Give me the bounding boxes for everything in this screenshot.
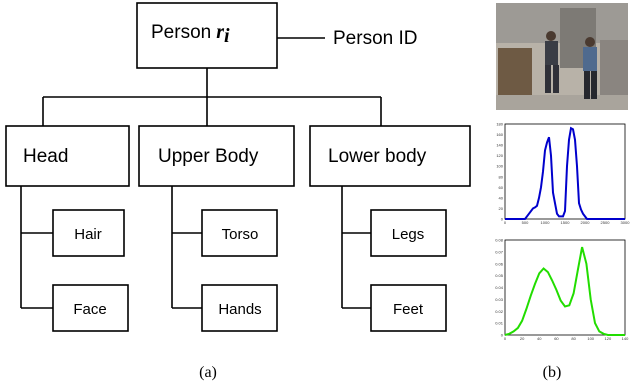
y-tick-label: 0.07 <box>495 249 504 254</box>
person2-head <box>585 37 595 47</box>
y-tick-label: 0.03 <box>495 297 504 302</box>
x-tick-label: 140 <box>622 336 629 341</box>
y-tick-label: 120 <box>496 153 503 158</box>
caption-a: (a) <box>199 364 217 381</box>
y-tick-label: 0 <box>501 333 504 338</box>
person1-head <box>546 31 556 41</box>
chart-blue-series-line <box>505 126 625 220</box>
torso-node-box <box>201 209 278 257</box>
y-tick-label: 0.05 <box>495 273 504 278</box>
torso-node-label: Torso <box>222 226 259 243</box>
feet-node-box <box>370 284 447 332</box>
hands-node-label: Hands <box>218 301 261 318</box>
head-node-label: Head <box>23 146 68 167</box>
x-tick-label: 120 <box>605 336 612 341</box>
person2-leg-right <box>591 71 597 99</box>
x-tick-label: 500 <box>522 220 529 225</box>
photo-shelf <box>600 40 628 95</box>
person1-leg-right <box>553 65 559 93</box>
person1-leg-left <box>545 65 551 93</box>
x-tick-label: 100 <box>587 336 594 341</box>
y-tick-label: 20 <box>499 206 504 211</box>
y-tick-label: 180 <box>496 122 503 127</box>
chart-green-frame <box>504 239 626 336</box>
x-tick-label: 40 <box>537 336 542 341</box>
photo-floor <box>496 95 628 110</box>
x-tick-label: 3000 <box>621 220 631 225</box>
x-tick-label: 2000 <box>581 220 591 225</box>
x-tick-label: 2500 <box>601 220 611 225</box>
legs-node-label: Legs <box>392 226 425 243</box>
lower-body-node-label: Lower body <box>328 146 427 167</box>
upper-body-node-label: Upper Body <box>158 146 259 167</box>
y-tick-label: 100 <box>496 164 503 169</box>
face-node-box <box>52 284 129 332</box>
chart-green-series-line <box>504 246 625 336</box>
x-tick-label: 0 <box>504 220 507 225</box>
x-tick-label: 80 <box>571 336 576 341</box>
head-node-box <box>5 125 130 187</box>
x-tick-label: 1500 <box>561 220 571 225</box>
panel-b: 0 500 1000 1500 2000 2500 3000 0 20 40 60 80 100 120 1… <box>495 3 630 341</box>
lower-body-node-box <box>309 125 471 187</box>
y-tick-label: 0.01 <box>495 321 504 326</box>
person1-torso <box>545 41 558 65</box>
y-tick-label: 0 <box>501 217 504 222</box>
hands-node-box <box>201 284 278 332</box>
hair-node-label: Hair <box>74 226 102 243</box>
x-tick-label: 0 <box>504 336 507 341</box>
y-tick-label: 60 <box>499 185 504 190</box>
person2-leg-left <box>584 71 590 99</box>
y-tick-label: 80 <box>499 174 504 179</box>
y-tick-label: 40 <box>499 195 504 200</box>
face-node-label: Face <box>73 301 106 318</box>
root-node-box <box>136 2 278 69</box>
y-tick-label: 160 <box>496 132 503 137</box>
y-tick-label: 0.04 <box>495 285 504 290</box>
person-id-label: Person ID <box>333 28 417 49</box>
x-tick-label: 1000 <box>541 220 551 225</box>
caption-b: (b) <box>543 364 562 381</box>
chart-blue-frame <box>504 123 626 220</box>
feet-node-label: Feet <box>393 301 424 318</box>
y-tick-label: 140 <box>496 143 503 148</box>
y-tick-label: 0.02 <box>495 309 504 314</box>
photo-cabinet <box>498 48 532 96</box>
y-tick-label: 0.06 <box>495 261 504 266</box>
legs-node-box <box>370 209 447 257</box>
y-tick-label: 0.08 <box>495 238 504 243</box>
upper-body-node-box <box>138 125 295 187</box>
hair-node-box <box>52 209 125 257</box>
x-tick-label: 60 <box>554 336 559 341</box>
photo-two-people-icon <box>496 3 628 110</box>
x-tick-label: 20 <box>520 336 525 341</box>
person2-torso <box>583 47 597 71</box>
